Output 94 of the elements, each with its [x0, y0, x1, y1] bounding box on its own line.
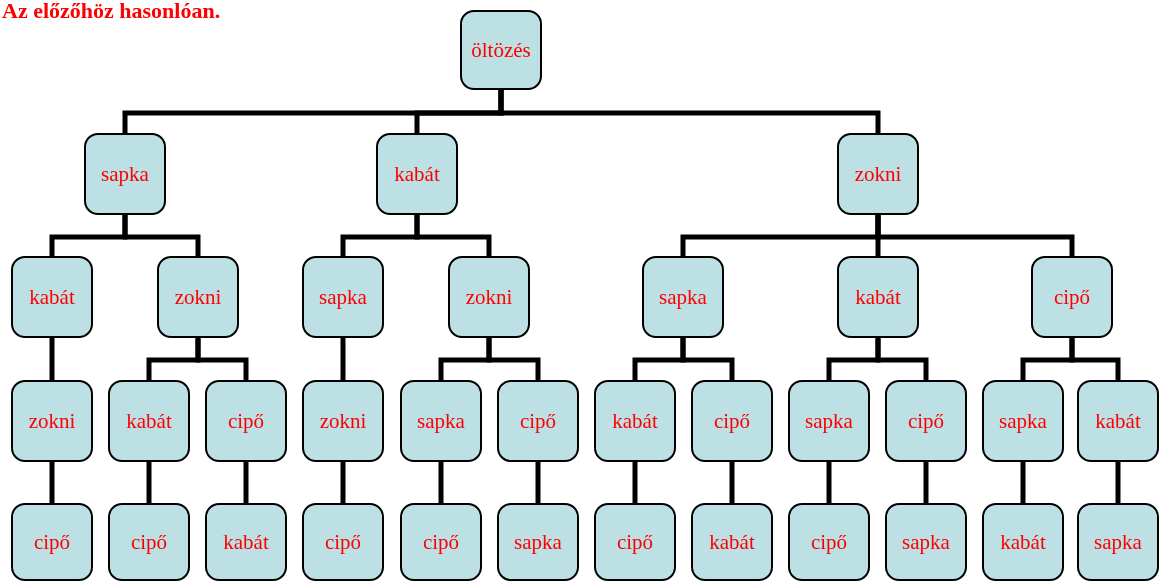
tree-node-box	[376, 133, 458, 215]
tree-node-box	[302, 256, 384, 338]
node-label: sapka	[514, 529, 562, 555]
tree-connector	[923, 462, 929, 503]
tree-node-box	[497, 380, 579, 462]
tree-node-box	[11, 380, 93, 462]
tree-connector	[632, 462, 638, 503]
node-label: sapka	[101, 161, 149, 187]
node-label: öltözés	[471, 37, 531, 63]
tree-connector	[486, 338, 541, 380]
tree-connector	[438, 462, 444, 503]
tree-node-box	[885, 503, 967, 581]
tree-node-box	[691, 380, 773, 462]
node-label: sapka	[999, 408, 1047, 434]
tree-connector	[535, 462, 541, 503]
node-label: zokni	[465, 284, 513, 310]
node-label: cipő	[907, 408, 945, 434]
node-label: sapka	[659, 284, 707, 310]
tree-node-box	[157, 256, 239, 338]
tree-node-box	[1031, 256, 1113, 338]
node-label: cipő	[616, 529, 654, 555]
tree-connector	[729, 462, 735, 503]
node-label: cipő	[810, 529, 848, 555]
node-label: cipő	[33, 529, 71, 555]
node-label: sapka	[1094, 529, 1142, 555]
tree-node-box	[205, 380, 287, 462]
node-label: zokni	[319, 408, 367, 434]
tree-connector	[414, 215, 492, 256]
tree-node-box	[11, 256, 93, 338]
tree-connector	[195, 338, 249, 380]
tree-connector	[340, 338, 346, 380]
node-label: cipő	[130, 529, 168, 555]
node-label: cipő	[1053, 284, 1091, 310]
tree-connector	[243, 462, 249, 503]
node-label: sapka	[417, 408, 465, 434]
tree-node-box	[837, 133, 919, 215]
node-label: kabát	[394, 161, 440, 187]
node-label: kabát	[126, 408, 172, 434]
tree-connector	[1115, 462, 1121, 503]
tree-connector	[875, 215, 1075, 256]
tree-node-box	[400, 503, 482, 581]
tree-node-box	[885, 380, 967, 462]
node-label: kabát	[855, 284, 901, 310]
tree-node-box	[594, 380, 676, 462]
tree-node-box	[84, 133, 166, 215]
tree-node-box	[788, 503, 870, 581]
node-label: kabát	[1000, 529, 1046, 555]
tree-node-box	[982, 380, 1064, 462]
tree-connector	[875, 338, 929, 380]
tree-node-box	[108, 503, 190, 581]
tree-connector	[498, 90, 881, 133]
node-label: cipő	[519, 408, 557, 434]
tree-node-box	[108, 380, 190, 462]
tree-node-box	[302, 380, 384, 462]
node-label: kabát	[29, 284, 75, 310]
node-label: zokni	[28, 408, 76, 434]
node-label: kabát	[709, 529, 755, 555]
node-label: kabát	[1095, 408, 1141, 434]
node-label: sapka	[319, 284, 367, 310]
tree-node-box	[1077, 503, 1159, 581]
tree-connector	[340, 462, 346, 503]
tree-node-box	[400, 380, 482, 462]
tree-node-box	[302, 503, 384, 581]
tree-node-box	[642, 256, 724, 338]
tree-connector	[49, 462, 55, 503]
node-label: cipő	[713, 408, 751, 434]
tree-connector	[1069, 338, 1121, 380]
node-label: zokni	[174, 284, 222, 310]
node-label: sapka	[805, 408, 853, 434]
node-label: kabát	[612, 408, 658, 434]
node-label: sapka	[902, 529, 950, 555]
tree-node-box	[11, 503, 93, 581]
node-label: cipő	[227, 408, 265, 434]
tree-connector	[1020, 462, 1026, 503]
tree-connector	[49, 338, 55, 380]
tree-connector	[680, 338, 735, 380]
tree-node-box	[788, 380, 870, 462]
tree-node-box	[448, 256, 530, 338]
heading-note: Az előzőhöz hasonlóan.	[2, 0, 221, 24]
tree-node-box	[205, 503, 287, 581]
tree-node-box	[1077, 380, 1159, 462]
tree-node-box	[982, 503, 1064, 581]
tree-node-box	[594, 503, 676, 581]
node-label: cipő	[324, 529, 362, 555]
tree-node-box	[460, 10, 542, 90]
node-label: kabát	[223, 529, 269, 555]
tree-node-box	[691, 503, 773, 581]
tree-node-box	[837, 256, 919, 338]
tree-connector	[146, 462, 152, 503]
tree-connector	[122, 215, 201, 256]
node-label: zokni	[854, 161, 902, 187]
tree-node-box	[497, 503, 579, 581]
node-label: cipő	[422, 529, 460, 555]
tree-connector	[826, 462, 832, 503]
